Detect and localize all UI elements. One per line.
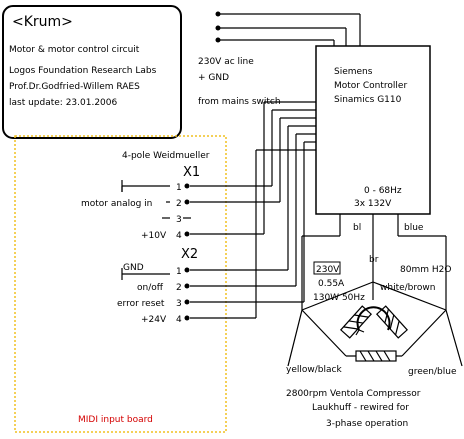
x2-pin4-num: 4: [176, 315, 182, 325]
mains-from: from mains switch: [198, 97, 281, 107]
x1-pin1-num: 1: [176, 183, 182, 193]
controller-out1: 0 - 68Hz: [364, 186, 402, 196]
label-green-blue: green/blue: [408, 367, 457, 377]
label-yellow-black: yellow/black: [286, 365, 342, 375]
x2-pin3-label: error reset: [117, 299, 165, 309]
connector-x2-label: X2: [181, 247, 198, 262]
title-box: [2, 5, 182, 139]
controller-line3: Sinamics G110: [334, 95, 402, 105]
title-subtitle: Motor & motor control circuit: [9, 45, 140, 55]
motor-flow: 80mm H2O: [400, 265, 451, 275]
midi-board-box: [14, 135, 227, 433]
motor-amps: 0.55A: [318, 279, 345, 289]
mains-line2: + GND: [198, 73, 229, 83]
mains-line1: 230V ac line: [198, 57, 254, 67]
x2-pin3-num: 3: [176, 299, 182, 309]
label-white-brown: white/brown: [380, 283, 435, 293]
midi-board-label: MIDI input board: [78, 415, 153, 425]
x2-pin2-label: on/off: [137, 283, 164, 293]
title-heading: <Krum>: [12, 14, 73, 30]
x2-connector: 1 2 3 4 GND on/off error reset +24V: [117, 263, 190, 325]
voltage-box: [313, 261, 341, 275]
x2-pin4-label: +24V: [141, 315, 167, 325]
title-last-update: last update: 23.01.2006: [9, 98, 118, 108]
x2-pin2-num: 2: [176, 283, 182, 293]
connector-x1-label: X1: [183, 165, 200, 180]
motor-power: 130W 50Hz: [313, 293, 365, 303]
motor-desc3: 3-phase operation: [326, 419, 408, 429]
x2-pin1-num: 1: [176, 267, 182, 277]
x1-pin2-num: 2: [176, 199, 182, 209]
x1-connector: 1 2 3 4 motor analog in +10V: [81, 180, 191, 241]
title-org: Logos Foundation Research Labs: [9, 66, 157, 76]
x1-pin3-num: 3: [176, 215, 182, 225]
motor-wires: [301, 214, 447, 310]
wire-bl-label: bl: [353, 223, 361, 233]
control-wires: [190, 101, 316, 319]
connector-type: 4-pole Weidmueller: [122, 151, 210, 161]
controller-line1: Siemens: [334, 67, 373, 77]
mains-terminals: [215, 11, 361, 46]
wire-blue-label: blue: [404, 223, 424, 233]
wire-br-label: br: [369, 255, 379, 265]
motor-desc1: 2800rpm Ventola Compressor: [286, 389, 421, 399]
motor-winding-triangle: [287, 281, 463, 367]
x1-pin4-num: 4: [176, 231, 182, 241]
motor-voltage: 230V: [316, 265, 340, 275]
x1-pin4-label: +10V: [141, 231, 167, 241]
controller-line2: Motor Controller: [334, 81, 407, 91]
x2-pin1-label: GND: [123, 263, 144, 273]
motor-desc2: Laukhuff - rewired for: [312, 403, 409, 413]
title-author: Prof.Dr.Godfried-Willem RAES: [9, 82, 140, 92]
x1-pin2-label: motor analog in: [81, 199, 152, 209]
controller-out2: 3x 132V: [354, 199, 392, 209]
